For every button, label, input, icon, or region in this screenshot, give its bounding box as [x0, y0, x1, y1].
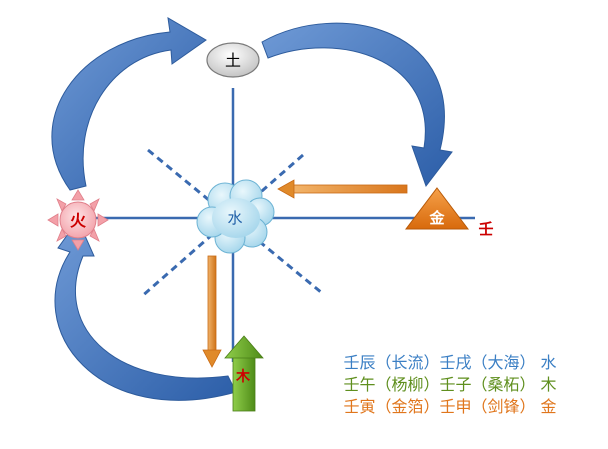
arrow-fire-to-earth	[51, 17, 207, 191]
water-label: 水	[227, 209, 242, 227]
legend-row-wood: 壬午（杨柳）壬子（桑柘） 木	[300, 374, 600, 396]
earth-label: 土	[225, 51, 241, 70]
metal-triangle	[404, 187, 470, 230]
water-cloud-icon	[196, 179, 275, 254]
legend: 壬辰（长流）壬戌（大海） 水 壬午（杨柳）壬子（桑柘） 木 壬寅（金箔）壬申（剑…	[300, 352, 600, 418]
metal-label: 金	[428, 209, 445, 227]
orange-arrow-left	[277, 179, 408, 199]
fire-sun-icon	[47, 189, 109, 251]
arrow-earth-to-metal	[261, 22, 453, 188]
green-arrow-up	[224, 335, 264, 412]
ren-label: 壬	[478, 220, 493, 238]
legend-row-metal: 壬寅（金箔）壬申（剑锋） 金	[300, 396, 600, 418]
legend-row-water: 壬辰（长流）壬戌（大海） 水	[300, 352, 600, 374]
legend-element: 木	[540, 375, 557, 394]
legend-pairs: 壬寅（金箔）壬申（剑锋）	[343, 397, 536, 416]
fire-label: 火	[70, 211, 87, 230]
cycle-arrows	[51, 17, 453, 401]
node-labels: 土 火 水 金 木 壬	[70, 51, 494, 385]
orange-arrow-down	[202, 255, 222, 368]
legend-pairs: 壬午（杨柳）壬子（桑柘）	[343, 375, 536, 394]
earth-node	[206, 42, 260, 78]
legend-element: 水	[540, 353, 557, 372]
legend-element: 金	[540, 397, 557, 416]
wood-label: 木	[235, 368, 251, 385]
legend-pairs: 壬辰（长流）壬戌（大海）	[343, 353, 536, 372]
arrow-wood-to-fire	[54, 218, 237, 401]
